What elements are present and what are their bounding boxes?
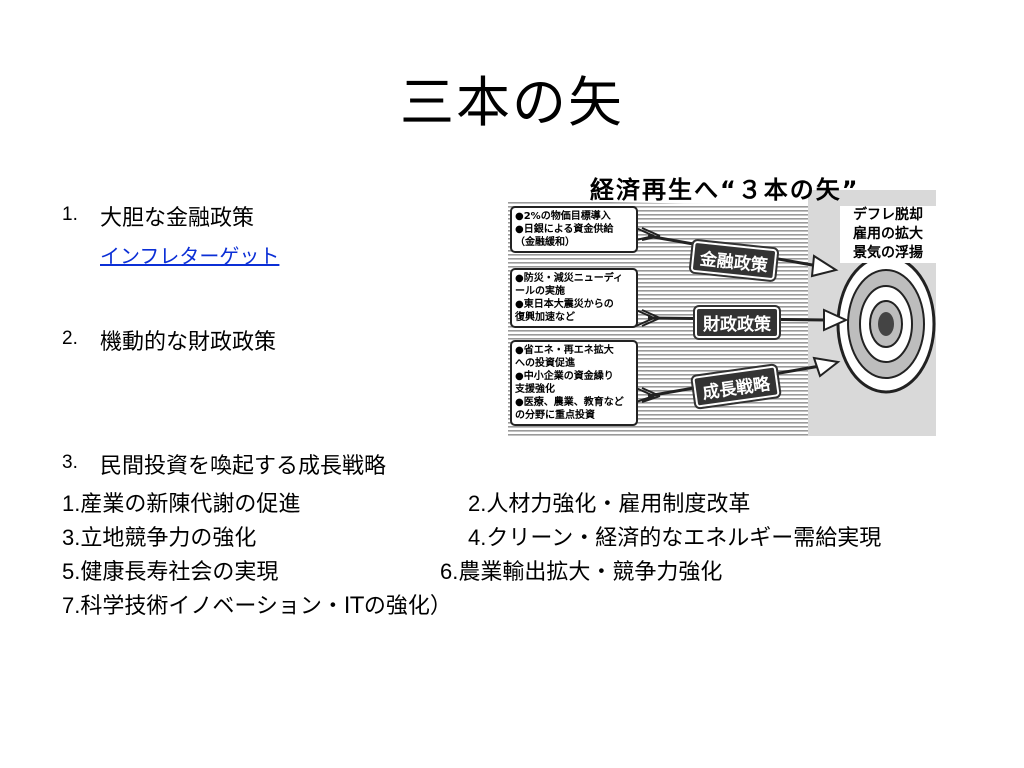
growth-notes: ●省エネ・再エネ拡大 への投資促進 ●中小企業の資金繰り 支援強化 ●医療、農業… [510,340,638,426]
strategy-item-6: 6.農業輸出拡大・競争力強化 [440,559,723,585]
fiscal-notes: ●防災・減災ニューディ ールの実施 ●東日本大震災からの 復興加速など [510,268,638,328]
list-number-3: 3. [62,452,78,473]
arrow-label-fiscal: 財政政策 [693,305,781,340]
list-number-2: 2. [62,328,78,349]
goal-text: デフレ脱却 雇用の拡大 景気の浮揚 [840,206,936,263]
list-number-1: 1. [62,204,78,225]
list-item-growth-strategy: 民間投資を喚起する成長戦略 [100,454,387,479]
strategy-item-3: 3.立地競争力の強化 [62,525,257,551]
infographic-title: 経済再生へ“３本の矢” [590,176,860,204]
list-item-monetary-policy: 大胆な金融政策 [100,206,255,231]
inflation-target-link[interactable]: インフレターゲット [100,244,280,268]
strategy-item-7: 7.科学技術イノベーション・ITの強化） [62,593,452,619]
strategy-item-1: 1.産業の新陳代謝の促進 [62,491,301,517]
strategy-item-4: 4.クリーン・経済的なエネルギー需給実現 [468,525,882,551]
strategy-item-2: 2.人材力強化・雇用制度改革 [468,491,751,517]
target-icon [836,254,936,394]
list-item-fiscal-policy: 機動的な財政政策 [100,330,277,355]
monetary-notes: ●2%の物価目標導入 ●日銀による資金供給 （金融緩和） [510,206,638,253]
slide-title: 三本の矢 [400,71,624,134]
strategy-item-5: 5.健康長寿社会の実現 [62,559,279,585]
